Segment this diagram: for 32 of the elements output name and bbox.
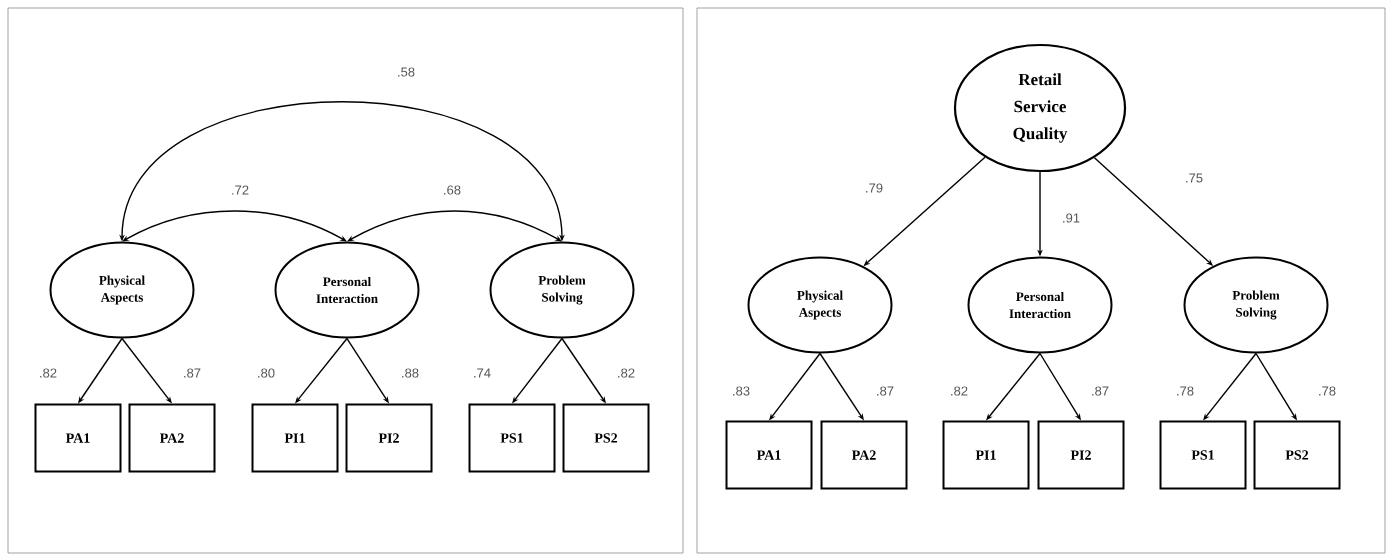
curved-arrow bbox=[347, 210, 562, 242]
edge-label: .58 bbox=[398, 67, 415, 77]
indicator-box: PI2 bbox=[345, 403, 433, 473]
edge-label: .80 bbox=[258, 368, 275, 378]
edge-label: .79 bbox=[866, 183, 883, 193]
indicator-box: PS1 bbox=[1159, 420, 1247, 490]
edge-label: .78 bbox=[1177, 386, 1194, 396]
edge-label: .75 bbox=[1186, 173, 1203, 183]
curved-arrow bbox=[122, 210, 347, 242]
edge-label: .74 bbox=[474, 368, 491, 378]
indicator-box: PA2 bbox=[128, 403, 216, 473]
edge-label: .87 bbox=[1092, 386, 1109, 396]
edge-label: .68 bbox=[444, 185, 461, 195]
edge-label: .82 bbox=[618, 368, 635, 378]
edge-label: .83 bbox=[733, 386, 750, 396]
edge-label: .87 bbox=[877, 386, 894, 396]
indicator-box: PI1 bbox=[251, 403, 339, 473]
indicator-box: PS2 bbox=[1253, 420, 1341, 490]
indicator-box: PA1 bbox=[725, 420, 813, 490]
edge-label: .91 bbox=[1063, 213, 1080, 223]
edge-label: .82 bbox=[40, 368, 57, 378]
indicator-box: PI1 bbox=[942, 420, 1030, 490]
edge-label: .78 bbox=[1319, 386, 1336, 396]
indicator-box: PA1 bbox=[34, 403, 122, 473]
indicator-box: PS2 bbox=[562, 403, 650, 473]
edge-label: .88 bbox=[402, 368, 419, 378]
indicator-box: PA2 bbox=[820, 420, 908, 490]
indicator-box: PS1 bbox=[468, 403, 556, 473]
edge-label: .87 bbox=[184, 368, 201, 378]
edge-label: .82 bbox=[951, 386, 968, 396]
edge-label: .72 bbox=[232, 185, 249, 195]
indicator-box: PI2 bbox=[1037, 420, 1125, 490]
